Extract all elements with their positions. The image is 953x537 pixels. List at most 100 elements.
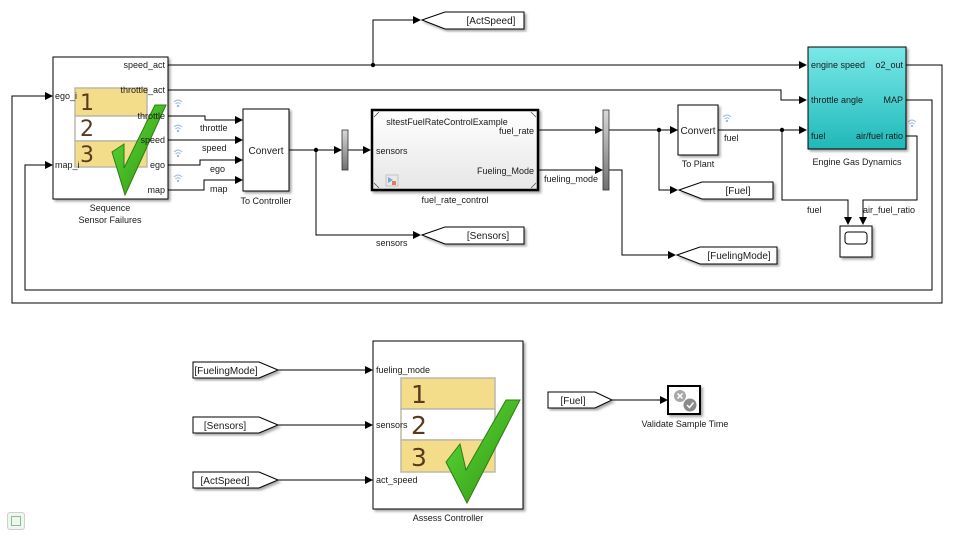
engine-port-engine-speed: engine speed bbox=[811, 60, 865, 70]
engine-port-air-fuel-ratio: air/fuel ratio bbox=[856, 131, 903, 141]
logging-icon bbox=[173, 149, 183, 158]
logging-icon bbox=[722, 114, 732, 123]
fuel-rate-control-block[interactable]: sltestFuelRateControlExample fuel_rate F… bbox=[370, 108, 540, 205]
from-actspeed-label: [ActSpeed] bbox=[201, 476, 250, 487]
wire-fuel-goto[interactable] bbox=[658, 130, 678, 194]
bus-selector-demux[interactable] bbox=[602, 109, 610, 191]
wire-map[interactable] bbox=[168, 176, 243, 191]
assess-row-3-label: 3 bbox=[411, 443, 427, 472]
wire-throttle[interactable] bbox=[168, 115, 243, 124]
goto-fuel-label: [Fuel] bbox=[725, 186, 750, 197]
bus-creator-mux[interactable] bbox=[341, 129, 349, 171]
scope-block[interactable] bbox=[839, 225, 873, 258]
logging-icon bbox=[173, 174, 183, 183]
goto-fuel[interactable]: [Fuel] bbox=[677, 181, 774, 200]
logging-icon bbox=[907, 119, 917, 128]
validate-sample-time-block[interactable]: Validate Sample Time bbox=[642, 385, 729, 429]
signal-logging-icons bbox=[173, 99, 917, 183]
model-reference-icon bbox=[385, 174, 399, 187]
port-throttle: throttle bbox=[137, 111, 165, 121]
sequence-name-line1: Sequence bbox=[90, 203, 131, 213]
sequence-row-1-label: 1 bbox=[80, 91, 94, 116]
signal-label-speed: speed bbox=[202, 143, 227, 153]
engine-port-throttle-angle: throttle angle bbox=[811, 95, 863, 105]
signal-label-throttle: throttle bbox=[200, 123, 228, 133]
from-fuel-label: [Fuel] bbox=[560, 396, 585, 407]
from-sensors[interactable]: [Sensors] bbox=[192, 416, 280, 434]
check-icon bbox=[445, 399, 521, 505]
sequence-sensor-failures-block[interactable]: 1 2 3 ego_i map_i speed_act throttle_act… bbox=[52, 56, 169, 225]
sequence-name-line2: Sensor Failures bbox=[78, 215, 142, 225]
to-controller-name: To Controller bbox=[240, 196, 291, 206]
to-controller-text: Convert bbox=[248, 146, 283, 157]
signal-label-map: map bbox=[210, 184, 228, 194]
port-ego: ego bbox=[150, 160, 165, 170]
to-plant-text: Convert bbox=[680, 126, 715, 137]
fit-to-view-button[interactable] bbox=[7, 512, 25, 530]
to-plant-name: To Plant bbox=[682, 159, 715, 169]
port-ego-i: ego_i bbox=[55, 91, 77, 101]
logging-icon bbox=[173, 99, 183, 108]
goto-actspeed-label: [ActSpeed] bbox=[467, 16, 516, 27]
frc-port-sensors: sensors bbox=[376, 146, 408, 156]
signal-label-fueling-mode: fueling_mode bbox=[544, 174, 598, 184]
assess-row-1 bbox=[400, 377, 496, 410]
port-speed-act: speed_act bbox=[123, 60, 165, 70]
assess-row-1-label: 1 bbox=[411, 380, 427, 409]
sequence-row-2-label: 2 bbox=[80, 117, 94, 142]
from-fuelingmode[interactable]: [FuelingMode] bbox=[192, 361, 280, 379]
sequence-row-1 bbox=[74, 87, 148, 117]
engine-port-fuel: fuel bbox=[811, 131, 826, 141]
goto-fuelingmode-label: [FuelingMode] bbox=[707, 251, 771, 262]
engine-name: Engine Gas Dynamics bbox=[812, 157, 902, 167]
wire-map-feedback[interactable] bbox=[24, 99, 933, 291]
engine-port-o2-out: o2_out bbox=[875, 60, 903, 70]
from-fuelingmode-label: [FuelingMode] bbox=[194, 366, 258, 377]
signal-label-fuel: fuel bbox=[724, 133, 739, 143]
assess-name: Assess Controller bbox=[413, 513, 484, 523]
to-controller-block[interactable]: Convert To Controller bbox=[240, 108, 292, 206]
wire-throttle-act[interactable] bbox=[168, 89, 807, 104]
assess-controller-block[interactable]: 1 2 3 fueling_mode sensors act_speed Ass… bbox=[372, 340, 524, 523]
assess-port-sensors: sensors bbox=[376, 420, 408, 430]
frc-port-fueling-mode: Fueling_Mode bbox=[477, 166, 534, 176]
frc-model-name: sltestFuelRateControlExample bbox=[386, 117, 508, 127]
assess-port-fueling-mode: fueling_mode bbox=[376, 365, 430, 375]
port-map-i: map_i bbox=[55, 160, 80, 170]
wire-fuelingmode-goto[interactable] bbox=[609, 169, 676, 259]
check-icon bbox=[111, 104, 167, 197]
from-fuel[interactable]: [Fuel] bbox=[547, 391, 614, 409]
from-sensors-label: [Sensors] bbox=[204, 421, 246, 432]
engine-gas-dynamics-block[interactable]: engine speed throttle angle fuel o2_out … bbox=[807, 46, 907, 167]
wires bbox=[11, 16, 943, 484]
signal-label-sensors: sensors bbox=[376, 238, 408, 248]
wire-afr-scope[interactable] bbox=[859, 135, 918, 225]
port-speed: speed bbox=[140, 135, 165, 145]
wire-sensors-goto[interactable] bbox=[315, 150, 421, 239]
goto-sensors[interactable]: [Sensors] bbox=[420, 226, 525, 245]
wire-ego[interactable] bbox=[168, 156, 243, 166]
logging-icon bbox=[173, 124, 183, 133]
signal-label-fuel-scope: fuel bbox=[807, 205, 822, 215]
port-map: map bbox=[147, 185, 165, 195]
wire-o2-feedback[interactable] bbox=[11, 64, 943, 304]
frc-port-fuel-rate: fuel_rate bbox=[499, 126, 534, 136]
to-plant-block[interactable]: Convert To Plant bbox=[677, 104, 719, 169]
check-circle-icon bbox=[683, 398, 697, 412]
wire-fuel-scope[interactable] bbox=[781, 130, 852, 225]
goto-actspeed[interactable]: [ActSpeed] bbox=[420, 11, 525, 30]
signal-label-ego: ego bbox=[210, 164, 225, 174]
signal-label-air-fuel-ratio: air_fuel_ratio bbox=[863, 205, 915, 215]
fit-view-icon bbox=[11, 516, 21, 526]
assess-row-2-label: 2 bbox=[411, 411, 427, 440]
wire-actspeed-branch[interactable] bbox=[372, 16, 421, 65]
goto-sensors-label: [Sensors] bbox=[467, 231, 509, 242]
sequence-row-3-label: 3 bbox=[80, 143, 94, 168]
from-actspeed[interactable]: [ActSpeed] bbox=[192, 471, 280, 489]
frc-name: fuel_rate_control bbox=[421, 195, 488, 205]
goto-fuelingmode[interactable]: [FuelingMode] bbox=[675, 246, 778, 265]
assess-port-act-speed: act_speed bbox=[376, 475, 418, 485]
engine-port-map: MAP bbox=[883, 95, 903, 105]
validate-name: Validate Sample Time bbox=[642, 419, 729, 429]
